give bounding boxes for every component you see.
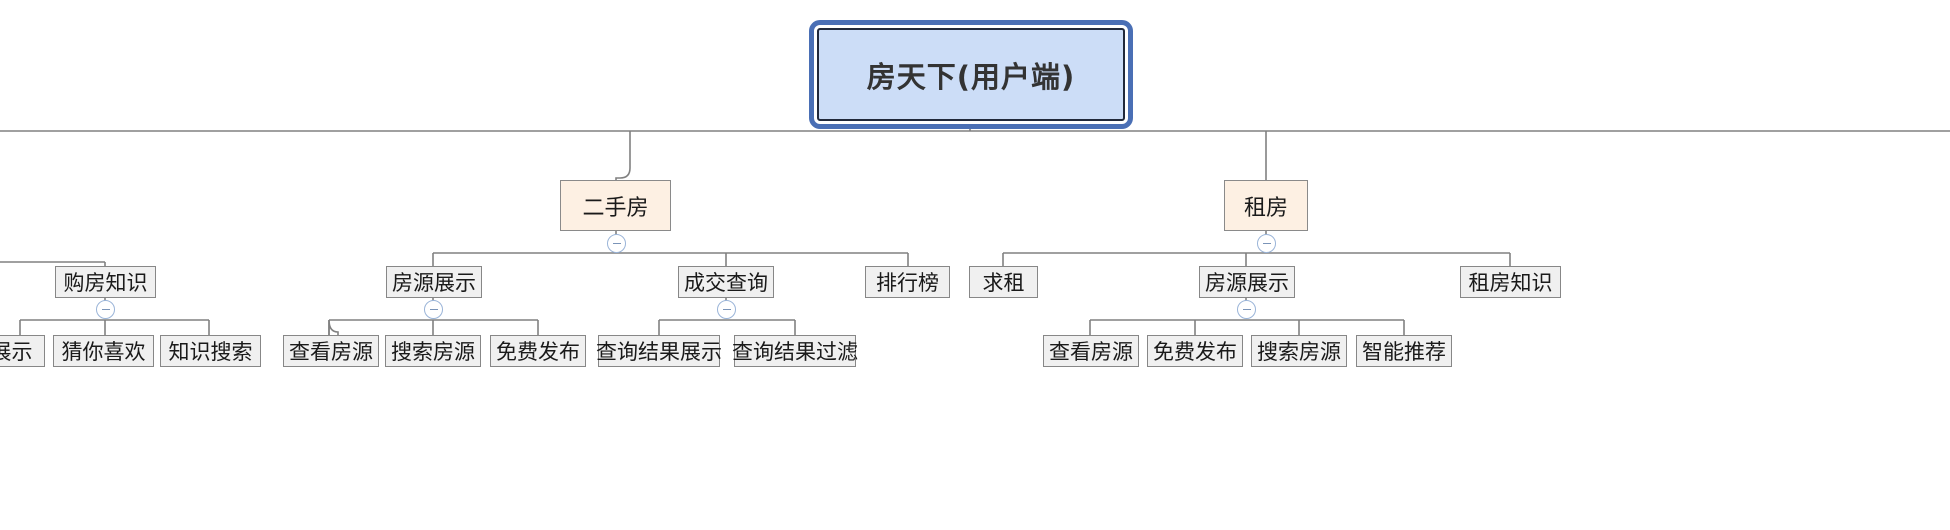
node-zufang-label: 租房 xyxy=(1243,195,1288,221)
node-goufangzhishi[interactable]: 购房知识 xyxy=(55,266,156,298)
node-qiuzu-label: 求租 xyxy=(982,271,1025,295)
node-zufang[interactable]: 租房 xyxy=(1224,180,1308,231)
collapse-toggle-fangyuanzhanshi-ershou[interactable] xyxy=(424,300,443,319)
minus-icon xyxy=(612,242,621,245)
collapse-toggle-chengjiaochaxun[interactable] xyxy=(717,300,736,319)
minus-icon xyxy=(101,308,110,311)
leaf-mianfeifabu-ershou-label: 免费发布 xyxy=(496,340,580,364)
leaf-chaxunjieguozhanshi[interactable]: 查询结果展示 xyxy=(596,335,722,367)
leaf-cainixihuan-label: 猜你喜欢 xyxy=(61,340,146,364)
leaf-mianfeifabu-zufang[interactable]: 免费发布 xyxy=(1147,335,1243,367)
node-fangyuanzhanshi-zufang[interactable]: 房源展示 xyxy=(1199,266,1295,298)
node-qiuzu[interactable]: 求租 xyxy=(969,266,1038,298)
node-chengjiaochaxun[interactable]: 成交查询 xyxy=(678,266,774,298)
leaf-chakanfangyuan-zufang[interactable]: 查看房源 xyxy=(1043,335,1139,367)
node-fangyuanzhanshi-zufang-label: 房源展示 xyxy=(1205,271,1289,295)
leaf-chakanfangyuan-ershou-label: 查看房源 xyxy=(289,340,373,364)
collapse-toggle-fangyuanzhanshi-zufang[interactable] xyxy=(1237,300,1256,319)
root-node-label: 房天下(用户端) xyxy=(866,59,1076,94)
leaf-sousuofangyuan-ershou-label: 搜索房源 xyxy=(391,340,475,364)
node-paihangbang-label: 排行榜 xyxy=(876,271,939,295)
node-zufangzhishi-label: 租房知识 xyxy=(1468,271,1553,295)
collapse-toggle-goufangzhishi[interactable] xyxy=(96,300,115,319)
root-node[interactable]: 房天下(用户端) xyxy=(817,28,1125,121)
leaf-zhanshi[interactable]: 展示 xyxy=(0,335,45,367)
node-fangyuanzhanshi-ershou-label: 房源展示 xyxy=(392,271,476,295)
minus-icon xyxy=(429,308,438,311)
leaf-chakanfangyuan-ershou[interactable]: 查看房源 xyxy=(283,335,379,367)
leaf-mianfeifabu-zufang-label: 免费发布 xyxy=(1153,340,1237,364)
node-fangyuanzhanshi-ershou[interactable]: 房源展示 xyxy=(386,266,482,298)
leaf-chaxunjieguoguolv-label: 查询结果过滤 xyxy=(732,340,858,364)
minus-icon xyxy=(1262,242,1271,245)
node-zufangzhishi[interactable]: 租房知识 xyxy=(1460,266,1561,298)
leaf-zhishisousuo-label: 知识搜索 xyxy=(168,340,253,364)
node-paihangbang[interactable]: 排行榜 xyxy=(865,266,950,298)
node-chengjiaochaxun-label: 成交查询 xyxy=(684,271,768,295)
leaf-mianfeifabu-ershou[interactable]: 免费发布 xyxy=(490,335,586,367)
leaf-sousuofangyuan-zufang-label: 搜索房源 xyxy=(1257,340,1341,364)
leaf-zhinengtuijian[interactable]: 智能推荐 xyxy=(1356,335,1452,367)
node-ershoufang-label: 二手房 xyxy=(582,195,649,221)
leaf-chakanfangyuan-zufang-label: 查看房源 xyxy=(1049,340,1133,364)
leaf-chaxunjieguoguolv[interactable]: 查询结果过滤 xyxy=(732,335,858,367)
node-ershoufang[interactable]: 二手房 xyxy=(560,180,671,231)
minus-icon xyxy=(1242,308,1251,311)
collapse-toggle-zufang[interactable] xyxy=(1257,234,1276,253)
node-goufangzhishi-label: 购房知识 xyxy=(63,271,148,295)
leaf-zhishisousuo[interactable]: 知识搜索 xyxy=(160,335,261,367)
leaf-chaxunjieguozhanshi-label: 查询结果展示 xyxy=(596,340,722,364)
leaf-sousuofangyuan-zufang[interactable]: 搜索房源 xyxy=(1251,335,1347,367)
leaf-sousuofangyuan-ershou[interactable]: 搜索房源 xyxy=(385,335,481,367)
minus-icon xyxy=(722,308,731,311)
leaf-zhanshi-label: 展示 xyxy=(0,340,33,364)
leaf-cainixihuan[interactable]: 猜你喜欢 xyxy=(53,335,154,367)
leaf-zhinengtuijian-label: 智能推荐 xyxy=(1362,340,1446,364)
collapse-toggle-ershoufang[interactable] xyxy=(607,234,626,253)
